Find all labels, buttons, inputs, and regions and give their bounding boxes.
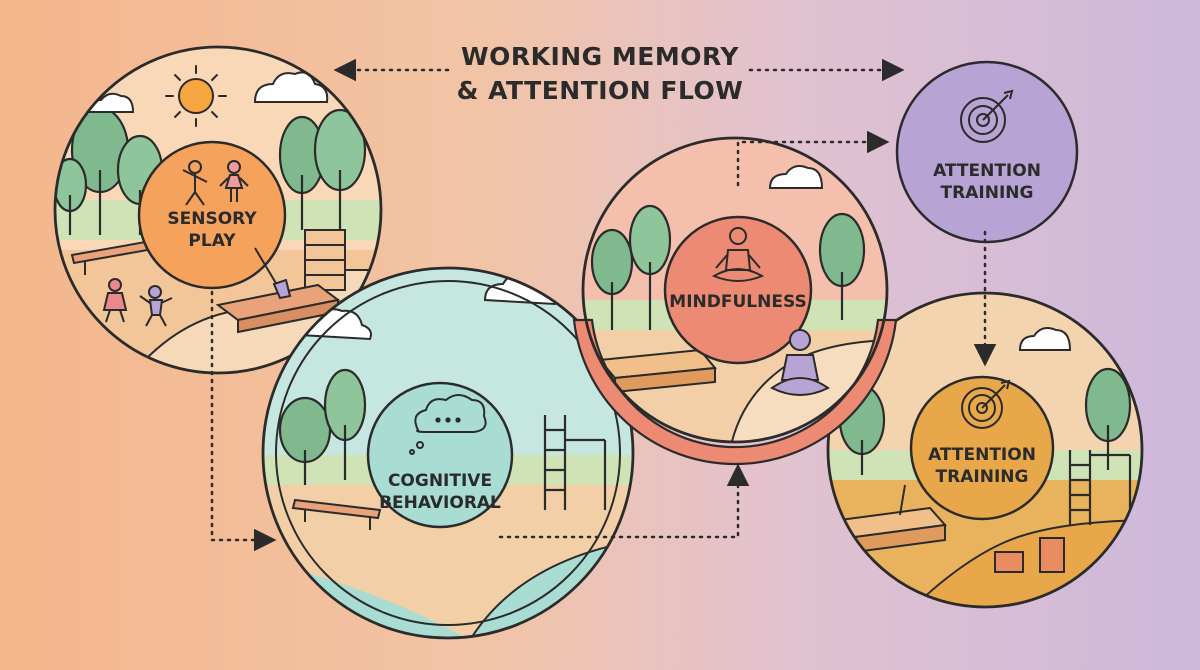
node-attention-training-bottom: ATTENTION TRAINING [912,444,1052,488]
attention-training-top-scene [895,60,1079,244]
node-label-line: PLAY [188,231,236,251]
node-label-line: MINDFULNESS [669,292,807,312]
target-icon [961,379,1011,429]
sun-icon [165,65,227,127]
title-line-1: WORKING MEMORY [461,42,739,71]
meditation-icon [711,227,765,282]
node-sensory-play: SENSORY PLAY [142,208,282,252]
node-label-line: TRAINING [935,467,1029,487]
mindfulness-scene [572,136,898,466]
thought-bubble-icon [409,394,487,455]
children-playing-icon [182,160,249,206]
title-line-2: & ATTENTION FLOW [456,76,744,105]
node-label-line: TRAINING [940,183,1034,203]
flow-arrows [210,130,997,552]
node-label-line: ATTENTION [928,445,1036,465]
node-mindfulness: MINDFULNESS [665,291,811,313]
kids-playing-icon [102,278,173,327]
node-label-line: SENSORY [167,209,257,229]
node-label-line: ATTENTION [933,161,1041,181]
node-attention-training-top: ATTENTION TRAINING [917,160,1057,204]
node-cognitive-behavioral: COGNITIVE BEHAVIORAL [370,470,510,514]
meditating-person-icon [770,329,830,396]
node-label-line: BEHAVIORAL [379,493,501,513]
target-icon [960,89,1014,143]
diagram-title: WORKING MEMORY & ATTENTION FLOW [420,40,780,108]
node-label-line: COGNITIVE [387,471,493,491]
